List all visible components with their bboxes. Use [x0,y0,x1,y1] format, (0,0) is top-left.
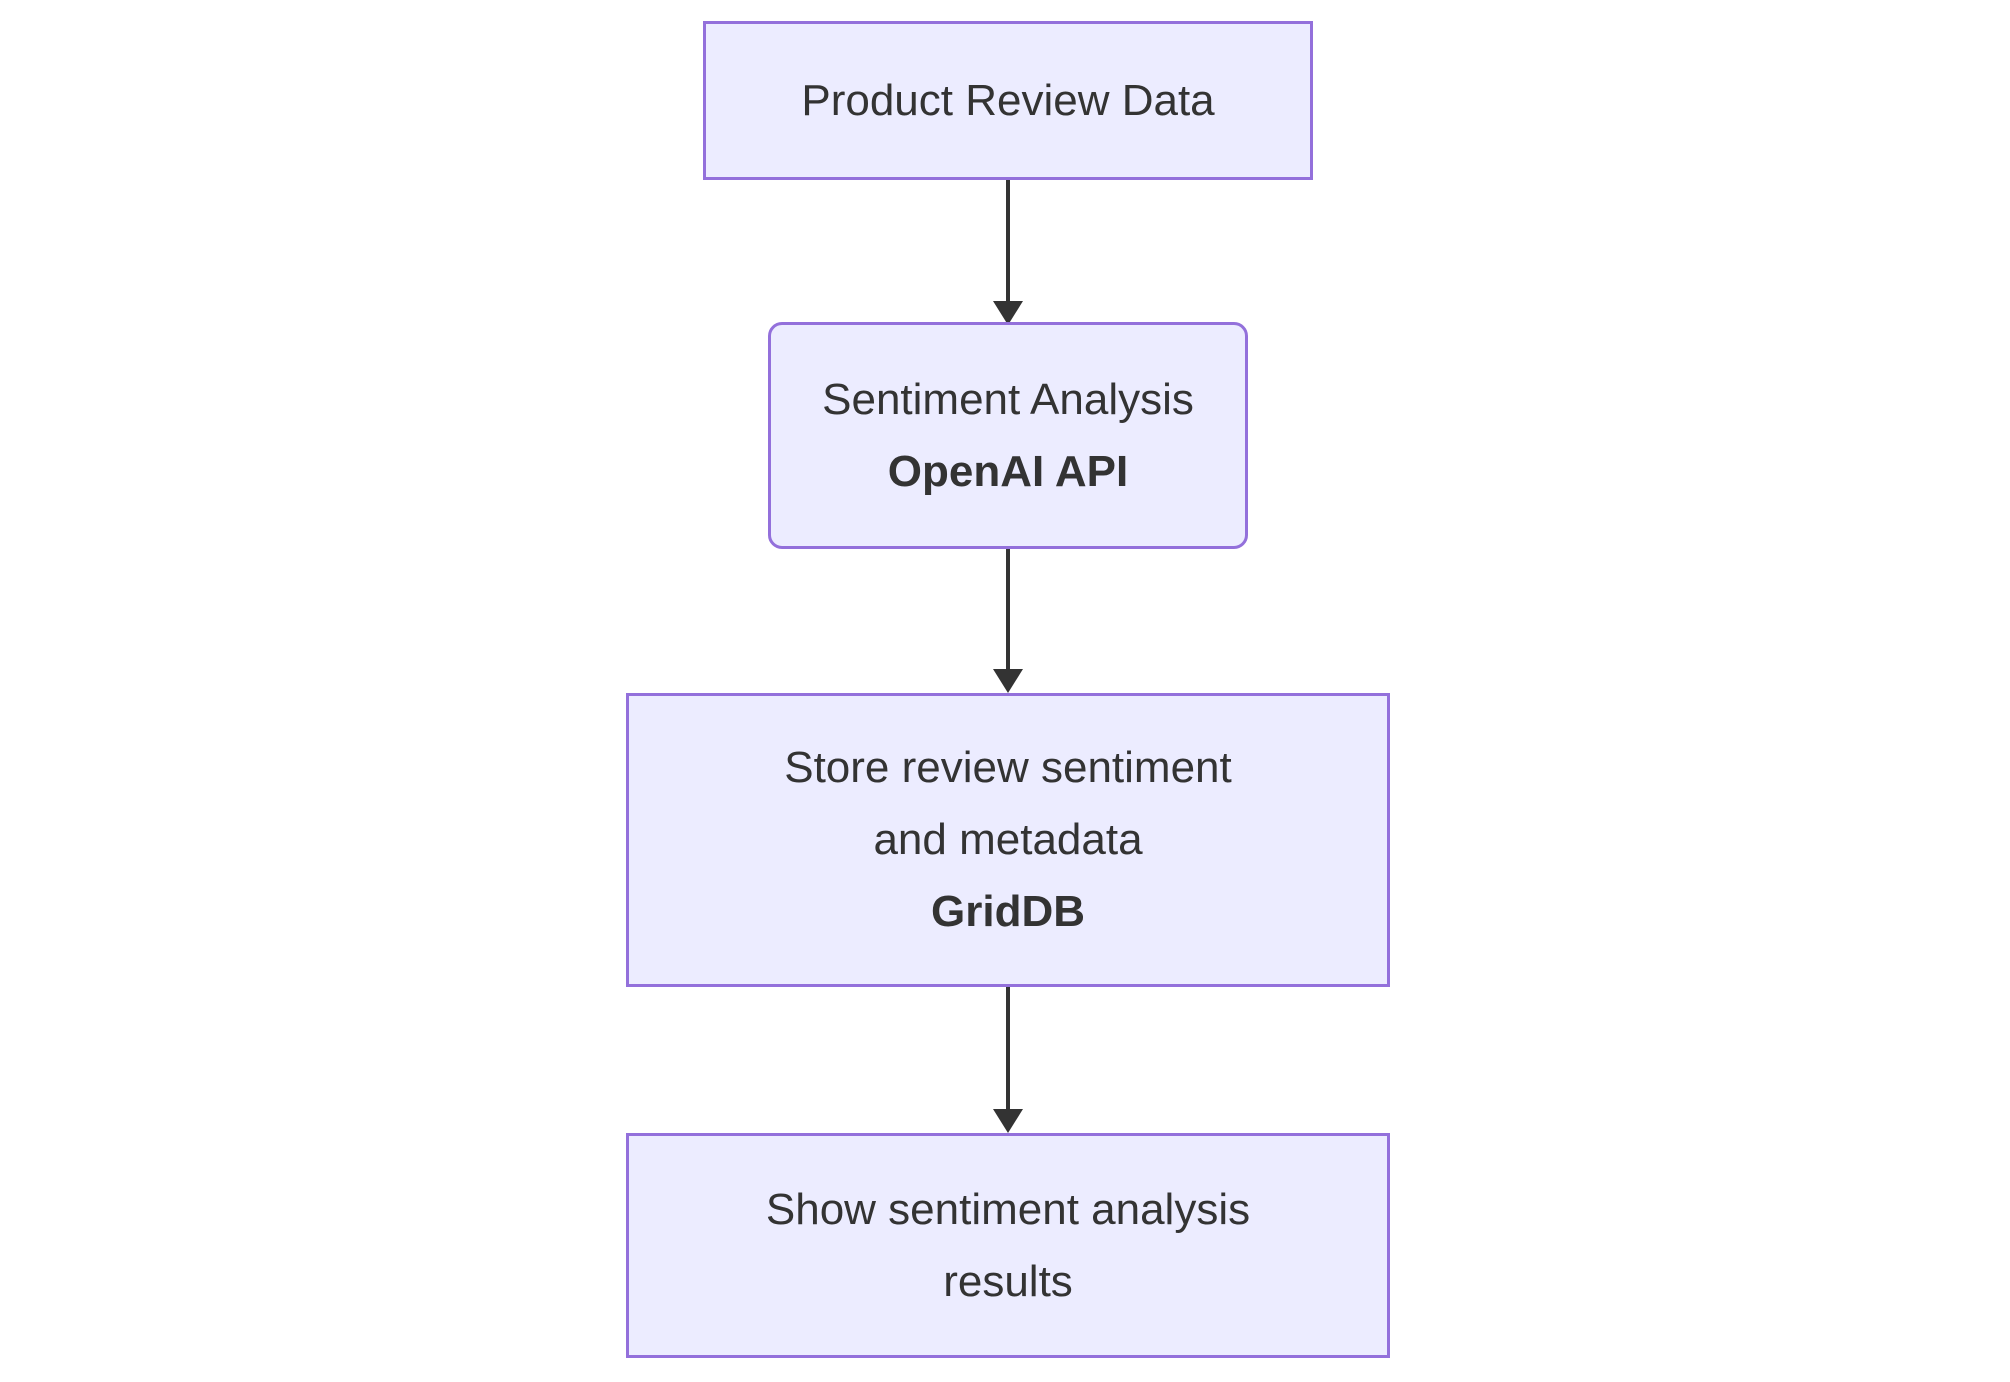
node-label-line: OpenAI API [887,446,1129,496]
flow-node-store-sentiment: Store review sentiment and metadata Grid… [626,693,1390,987]
node-label-line: Store review sentiment [784,743,1232,792]
edge-line-2 [1006,549,1010,671]
arrow-head-3 [993,1109,1023,1133]
arrow-head-2 [993,669,1023,693]
edge-line-1 [1006,180,1010,303]
node-label-line: results [943,1256,1073,1306]
edge-line-3 [1006,987,1010,1111]
node-label-line: Sentiment Analysis [822,374,1194,424]
flow-node-sentiment-analysis: Sentiment Analysis OpenAI API [768,322,1248,549]
node-label-line: Show sentiment analysis [765,1184,1251,1234]
node-label-line: and metadata [873,815,1143,864]
node-label-line: GridDB [931,887,1085,936]
node-label-line: Product Review Data [801,75,1215,125]
arrow-head-1 [993,301,1023,325]
flow-node-show-results: Show sentiment analysis results [626,1133,1390,1358]
flow-node-product-review-data: Product Review Data [703,21,1313,180]
